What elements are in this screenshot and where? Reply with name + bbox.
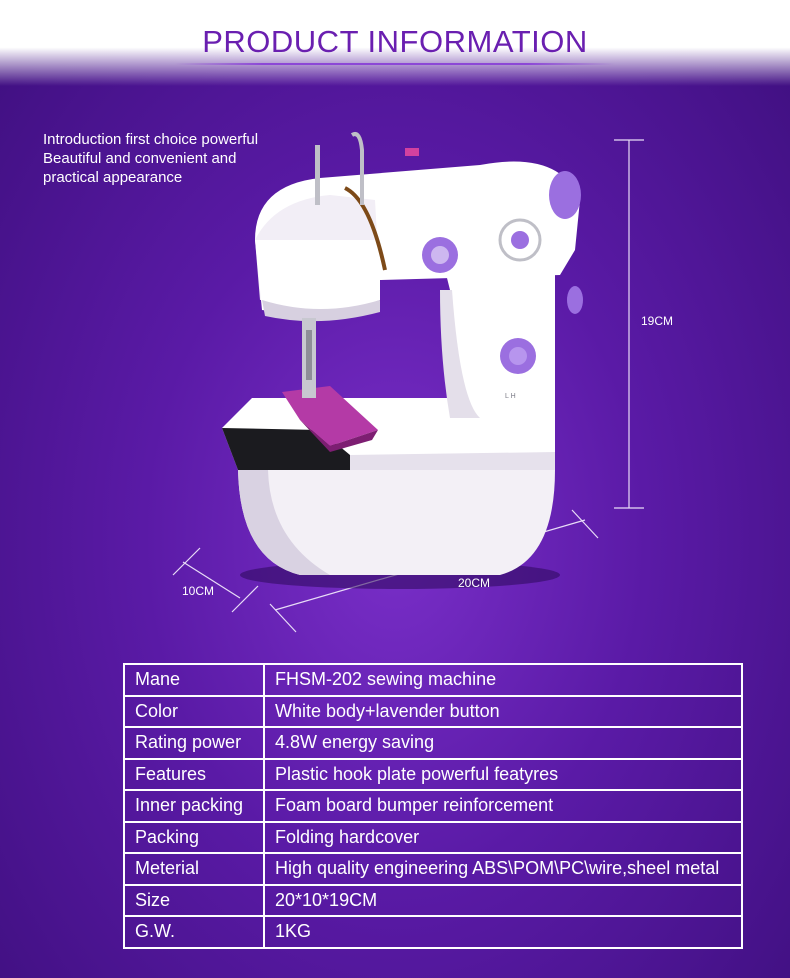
intro-line: practical appearance [43, 169, 183, 186]
spec-value: Foam board bumper reinforcement [263, 789, 743, 823]
table-row: Mane FHSM-202 sewing machine [123, 663, 743, 697]
spec-label: G.W. [123, 915, 265, 949]
intro-line: Introduction first choice powerful [43, 131, 259, 148]
table-row: G.W. 1KG [123, 915, 743, 949]
table-row: Packing Folding hardcover [123, 820, 743, 854]
header-band [0, 0, 790, 86]
spec-label: Rating power [123, 726, 265, 760]
width-dimension-label: 20CM [458, 576, 491, 590]
spec-value: 20*10*19CM [263, 883, 743, 917]
spec-label: Packing [123, 820, 265, 854]
sewing-machine: L H [222, 132, 583, 589]
table-row: Rating power 4.8W energy saving [123, 726, 743, 760]
table-row: Inner packing Foam board bumper reinforc… [123, 789, 743, 823]
spec-value: 1KG [263, 915, 743, 949]
depth-dimension-label: 10CM [182, 584, 215, 598]
table-row: Size 20*10*19CM [123, 883, 743, 917]
spec-label: Mane [123, 663, 265, 697]
spec-label: Meterial [123, 852, 265, 886]
spec-label: Features [123, 757, 265, 791]
table-row: Features Plastic hook plate powerful fea… [123, 757, 743, 791]
spec-value: White body+lavender button [263, 694, 743, 728]
spec-value: Folding hardcover [263, 820, 743, 854]
spec-label: Size [123, 883, 265, 917]
title-underline [175, 63, 615, 65]
spec-label: Color [123, 694, 265, 728]
product-illustration: L H [172, 132, 644, 633]
spec-table: Mane FHSM-202 sewing machine Color White… [123, 663, 743, 949]
page-title: PRODUCT INFORMATION [202, 24, 588, 59]
spec-value: High quality engineering ABS\POM\PC\wire… [263, 852, 743, 886]
intro-text: Introduction first choice powerful Beaut… [43, 130, 258, 187]
spec-label: Inner packing [123, 789, 265, 823]
table-row: Color White body+lavender button [123, 694, 743, 728]
svg-text:L H: L H [505, 393, 516, 400]
height-dimension-label: 19CM [641, 314, 674, 328]
spec-value: 4.8W energy saving [263, 726, 743, 760]
table-row: Meterial High quality engineering ABS\PO… [123, 852, 743, 886]
spec-value: Plastic hook plate powerful featyres [263, 757, 743, 791]
spec-value: FHSM-202 sewing machine [263, 663, 743, 697]
intro-line: Beautiful and convenient and [43, 150, 237, 167]
